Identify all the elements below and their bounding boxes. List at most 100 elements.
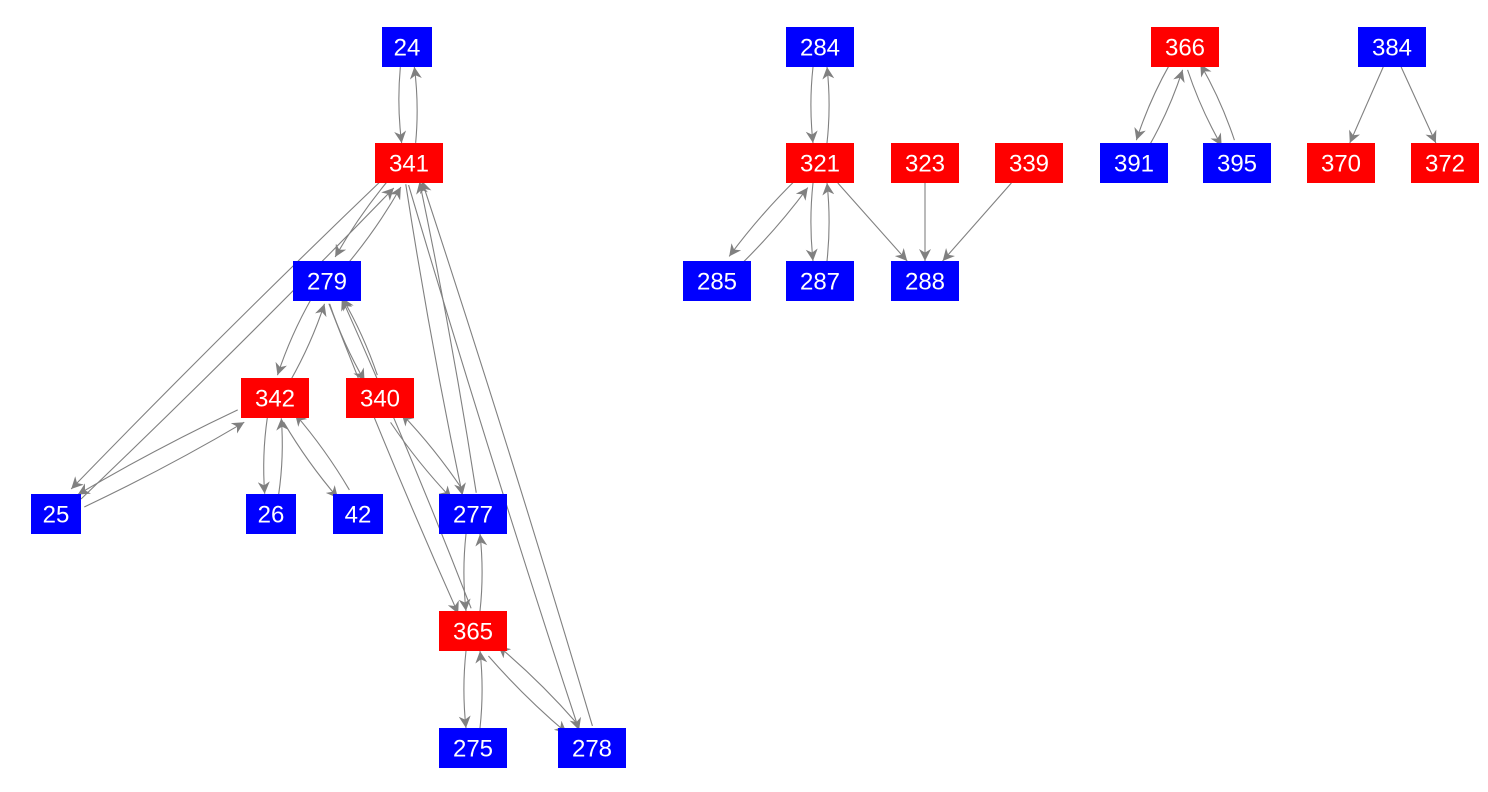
- edge-277-to-341: [416, 181, 477, 493]
- node-label: 341: [389, 151, 429, 178]
- edge-279-to-365: [328, 303, 459, 614]
- edge-342-to-25: [77, 409, 238, 496]
- node-24[interactable]: 24: [382, 27, 432, 67]
- node-box: [346, 378, 414, 418]
- node-339[interactable]: 339: [995, 143, 1063, 183]
- edge-341-to-25: [70, 177, 385, 490]
- node-box: [995, 143, 1063, 183]
- edge-24-to-341: [394, 67, 407, 144]
- node-box: [1100, 143, 1168, 183]
- edge-342-to-279: [289, 303, 327, 382]
- node-365[interactable]: 365: [439, 611, 507, 651]
- node-label: 339: [1009, 151, 1049, 178]
- edge-25-to-341: [80, 187, 395, 500]
- node-342[interactable]: 342: [241, 378, 309, 418]
- edge-341-to-279: [334, 178, 390, 258]
- edge-384-to-370: [1349, 66, 1384, 144]
- node-279[interactable]: 279: [293, 261, 361, 301]
- edge-366-to-395: [1187, 69, 1223, 147]
- edge-365-to-278: [488, 655, 568, 734]
- node-384[interactable]: 384: [1358, 27, 1426, 67]
- node-label: 395: [1217, 151, 1257, 178]
- node-box: [439, 611, 507, 651]
- edge-365-to-277: [475, 533, 488, 612]
- node-box: [891, 261, 959, 301]
- node-box: [558, 728, 626, 768]
- node-box: [375, 143, 443, 183]
- edge-391-to-366: [1148, 69, 1185, 147]
- edge-321-to-287: [805, 182, 818, 262]
- edge-340-to-279: [341, 297, 378, 376]
- node-label: 277: [453, 502, 493, 529]
- node-label: 321: [800, 151, 840, 178]
- node-277[interactable]: 277: [439, 494, 507, 534]
- node-label: 365: [453, 619, 493, 646]
- node-label: 288: [905, 269, 945, 296]
- edges-layer: [70, 63, 1437, 734]
- node-321[interactable]: 321: [786, 143, 854, 183]
- edge-321-to-285: [728, 178, 798, 257]
- edge-277-to-340: [401, 413, 463, 490]
- node-287[interactable]: 287: [786, 261, 854, 301]
- edge-342-to-26: [257, 417, 270, 494]
- edge-366-to-391: [1134, 63, 1171, 141]
- edge-342-to-42: [283, 421, 339, 499]
- edge-321-to-284: [822, 66, 835, 144]
- node-label: 323: [905, 151, 945, 178]
- node-box: [382, 27, 432, 67]
- node-box: [246, 494, 296, 534]
- node-26[interactable]: 26: [246, 494, 296, 534]
- edge-365-to-275: [458, 650, 471, 729]
- node-box: [1358, 27, 1426, 67]
- node-370[interactable]: 370: [1307, 143, 1375, 183]
- node-label: 340: [360, 386, 400, 413]
- node-label: 275: [453, 736, 493, 763]
- node-box: [439, 494, 507, 534]
- edge-339-to-288: [942, 182, 1012, 262]
- node-278[interactable]: 278: [558, 728, 626, 768]
- edge-384-to-372: [1400, 66, 1437, 144]
- edge-26-to-342: [276, 418, 289, 495]
- node-box: [241, 378, 309, 418]
- node-42[interactable]: 42: [333, 494, 383, 534]
- node-box: [1411, 143, 1479, 183]
- node-box: [786, 143, 854, 183]
- edge-275-to-365: [475, 650, 488, 729]
- node-box: [1151, 27, 1219, 67]
- edge-341-to-277: [405, 184, 466, 496]
- node-340[interactable]: 340: [346, 378, 414, 418]
- node-label: 366: [1165, 35, 1205, 62]
- node-box: [683, 261, 751, 301]
- node-box: [1203, 143, 1271, 183]
- node-288[interactable]: 288: [891, 261, 959, 301]
- edge-395-to-366: [1199, 63, 1235, 141]
- node-372[interactable]: 372: [1411, 143, 1479, 183]
- nodes-layer: 24 341 279 342 340 25 26 42 277 365 275 278 284 321 32…: [31, 27, 1479, 768]
- node-label: 391: [1114, 151, 1154, 178]
- node-341[interactable]: 341: [375, 143, 443, 183]
- node-label: 384: [1372, 35, 1412, 62]
- edge-341-to-24: [409, 66, 422, 143]
- node-box: [333, 494, 383, 534]
- node-label: 370: [1321, 151, 1361, 178]
- node-label: 342: [255, 386, 295, 413]
- node-323[interactable]: 323: [891, 143, 959, 183]
- node-395[interactable]: 395: [1203, 143, 1271, 183]
- node-box: [1307, 143, 1375, 183]
- node-label: 279: [307, 269, 347, 296]
- node-391[interactable]: 391: [1100, 143, 1168, 183]
- edge-340-to-277: [390, 422, 452, 499]
- node-285[interactable]: 285: [683, 261, 751, 301]
- node-label: 24: [394, 35, 421, 62]
- node-275[interactable]: 275: [439, 728, 507, 768]
- edge-277-to-365: [458, 533, 471, 612]
- node-box: [786, 261, 854, 301]
- node-366[interactable]: 366: [1151, 27, 1219, 67]
- edge-279-to-341: [346, 186, 402, 266]
- node-284[interactable]: 284: [786, 27, 854, 67]
- node-box: [31, 494, 81, 534]
- node-25[interactable]: 25: [31, 494, 81, 534]
- node-label: 284: [800, 35, 840, 62]
- edge-42-to-342: [294, 413, 350, 491]
